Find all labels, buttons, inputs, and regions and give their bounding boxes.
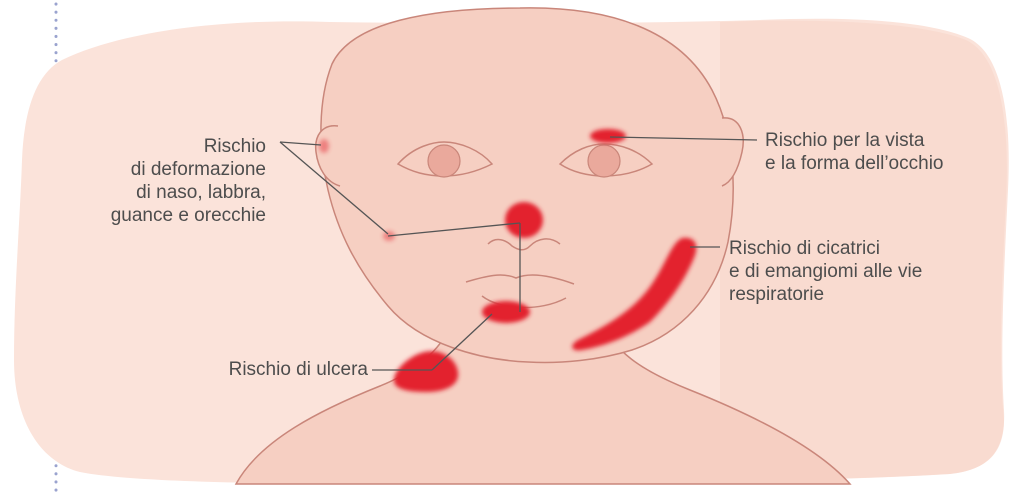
label-ulcera: Rischio di ulcera: [229, 358, 368, 381]
lesion-ear: [319, 139, 329, 153]
lesion-nose: [505, 202, 543, 238]
label-deformazione: Rischio di deformazione di naso, labbra,…: [111, 135, 266, 227]
lesion-lip: [482, 301, 530, 323]
lesion-eyebrow: [590, 129, 626, 143]
label-cicatrici: Rischio di cicatrici e di emangiomi alle…: [729, 237, 922, 306]
label-vista: Rischio per la vista e la forma dell’occ…: [765, 129, 943, 175]
